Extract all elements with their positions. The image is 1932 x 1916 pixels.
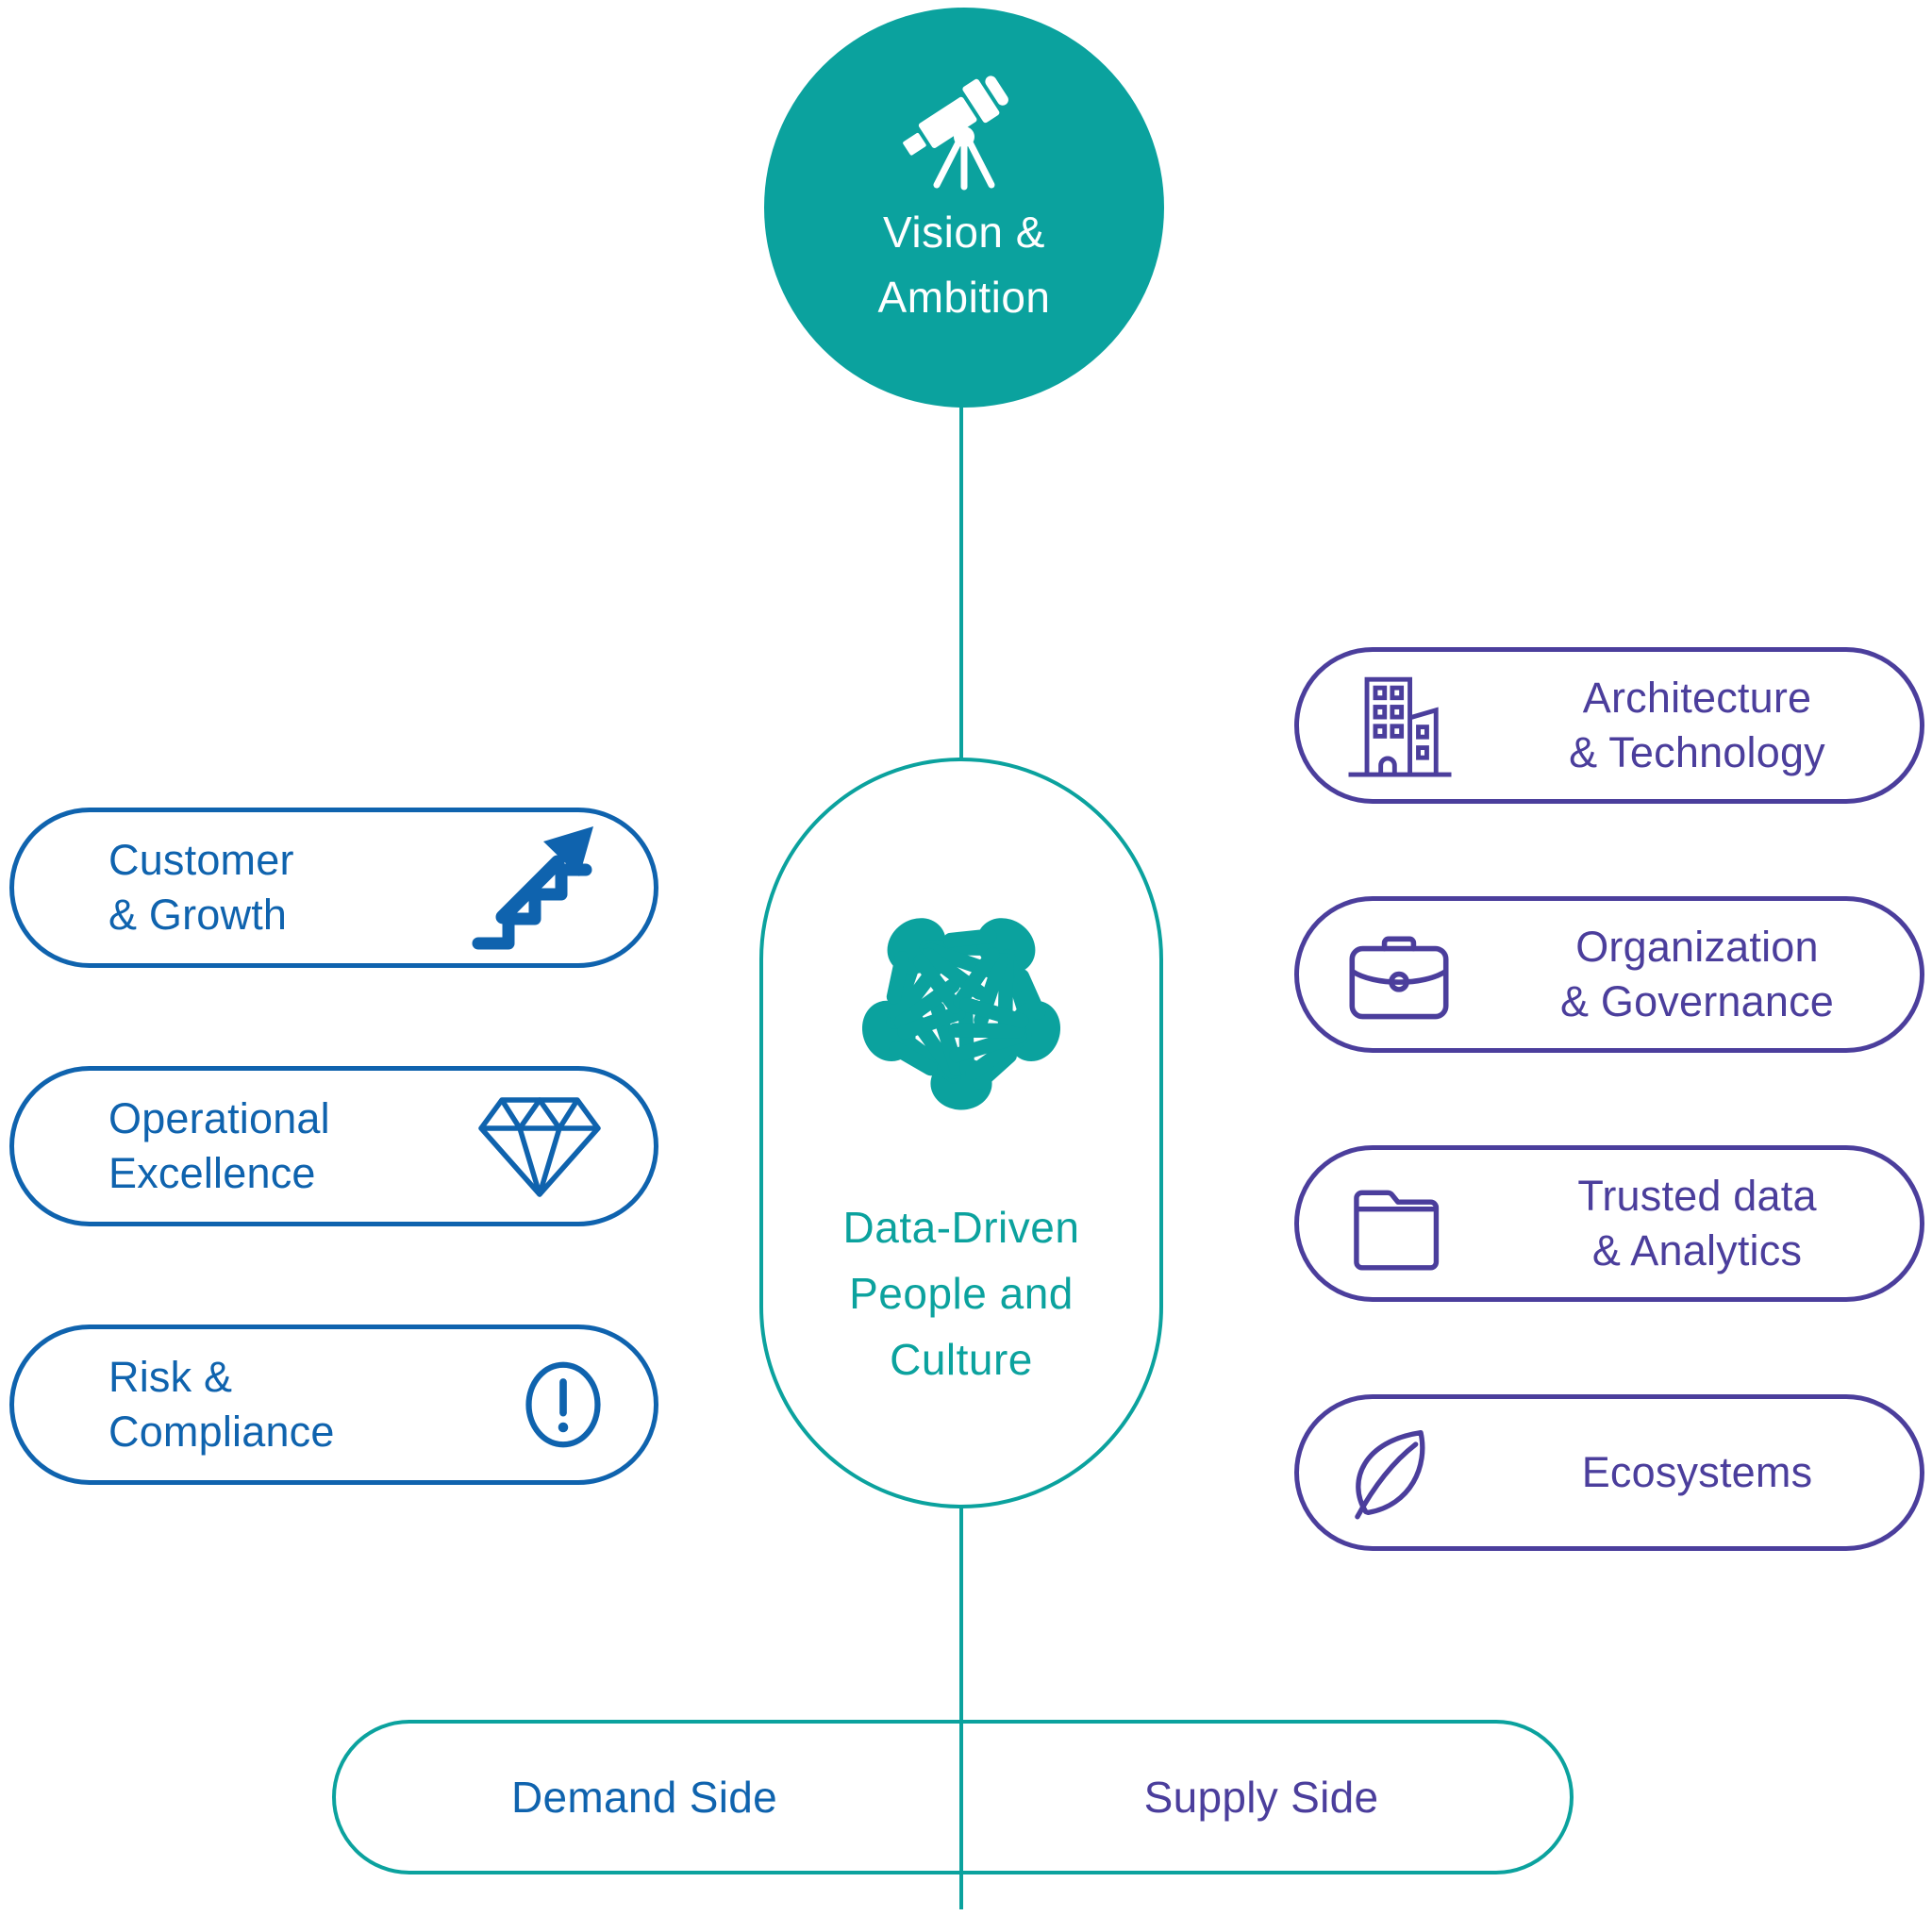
supply-side-label: Supply Side [1143,1773,1379,1822]
vision-ambition-node: Vision & Ambition [764,8,1164,408]
trusted-data-analytics-line-2: & Analytics [1591,1226,1803,1275]
connector-line-bottom [959,1508,963,1909]
vision-ambition-label: Vision & Ambition [878,200,1051,330]
organization-governance-line-2: & Governance [1559,977,1835,1025]
architecture-technology-line-1: Architecture [1582,673,1812,722]
ecosystems-line-1: Ecosystems [1581,1447,1813,1496]
box-architecture-technology: Architecture & Technology [1294,647,1924,804]
people-culture-node: Data-Driven People and Culture [759,758,1163,1508]
briefcase-icon [1342,925,1456,1024]
telescope-icon [903,75,1008,191]
exclamation-circle-icon [518,1357,608,1453]
leaf-icon [1342,1420,1442,1525]
customer-growth-line-2: & Growth [108,891,288,939]
architecture-technology-label: Architecture & Technology [1474,671,1920,781]
operational-excellence-line-2: Excellence [108,1149,316,1197]
customer-growth-line-1: Customer [108,835,294,884]
stairs-growth-icon [467,819,608,957]
hands-circle-icon [806,861,1117,1154]
vision-line-1: Vision & [883,208,1045,257]
demand-side-label: Demand Side [510,1773,778,1822]
ecosystems-label: Ecosystems [1474,1445,1920,1501]
folder-icon [1342,1172,1452,1275]
box-organization-governance: Organization & Governance [1294,896,1924,1053]
box-ecosystems: Ecosystems [1294,1394,1924,1551]
vision-line-2: Ambition [877,273,1051,322]
architecture-technology-line-2: & Technology [1569,728,1825,776]
customer-growth-label: Customer & Growth [14,833,294,943]
diamond-icon [471,1091,608,1202]
box-risk-compliance: Risk & Compliance [9,1325,658,1485]
risk-compliance-label: Risk & Compliance [14,1350,335,1460]
risk-compliance-line-2: Compliance [108,1408,335,1456]
trusted-data-analytics-line-1: Trusted data [1577,1171,1817,1220]
people-culture-line-3: Culture [890,1334,1033,1384]
operational-excellence-label: Operational Excellence [14,1091,330,1202]
connector-line-top [959,404,963,760]
trusted-data-analytics-label: Trusted data & Analytics [1474,1169,1920,1279]
box-trusted-data-analytics: Trusted data & Analytics [1294,1145,1924,1302]
people-culture-line-1: Data-Driven [842,1203,1080,1252]
box-operational-excellence: Operational Excellence [9,1066,658,1226]
box-customer-growth: Customer & Growth [9,808,658,968]
people-culture-line-2: People and [849,1268,1074,1318]
buildings-icon [1342,665,1457,786]
operational-excellence-line-1: Operational [108,1093,330,1142]
people-culture-label: Data-Driven People and Culture [843,1195,1080,1393]
risk-compliance-line-1: Risk & [108,1352,233,1401]
organization-governance-line-1: Organization [1575,922,1819,971]
demand-supply-bar: Demand Side Supply Side [332,1720,1574,1874]
organization-governance-label: Organization & Governance [1474,920,1920,1030]
